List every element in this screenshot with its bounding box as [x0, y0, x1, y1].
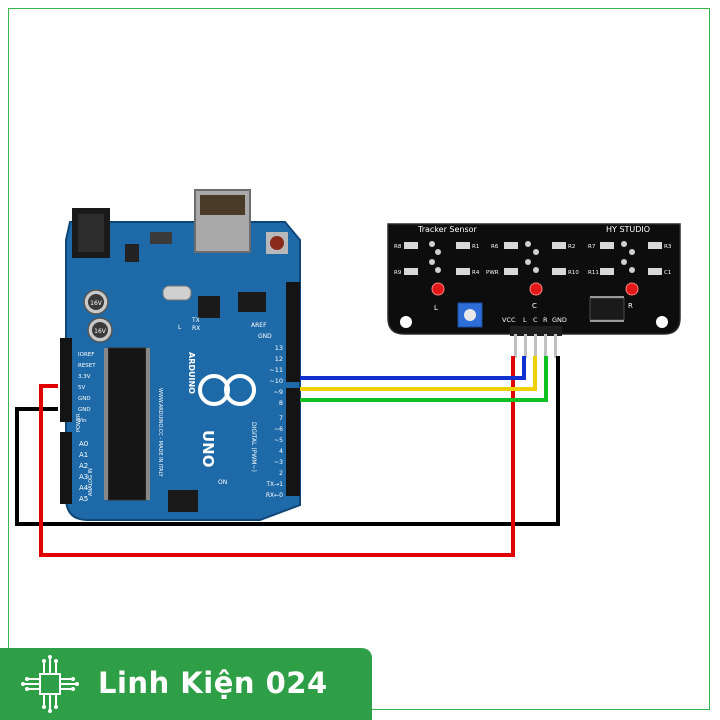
led-left	[431, 282, 445, 296]
icsp-header-top	[238, 292, 266, 312]
power-pin-label: Vin	[78, 418, 87, 424]
analog-pin-label: A0	[79, 440, 88, 448]
resistor-label: R8	[394, 244, 402, 250]
resistor-label: R6	[491, 244, 499, 250]
wire-gnd	[15, 356, 560, 526]
atmega-chip	[107, 347, 147, 501]
arduino-logo	[198, 374, 256, 406]
power-pin-label: IOREF	[78, 352, 94, 358]
wire-center	[300, 356, 537, 391]
header-pin-c	[534, 334, 537, 358]
power-label: POWER	[76, 413, 82, 432]
analog-pin-label: A2	[79, 462, 88, 470]
led-center	[529, 282, 543, 296]
resistor-label: R7	[588, 244, 596, 250]
digital-pin-label: ~6	[274, 426, 283, 433]
digital-pin-label: ~3	[274, 459, 283, 466]
sensor-pin-label: L	[523, 316, 527, 324]
sensor-pin-label: C	[533, 316, 538, 324]
cap2-label: 16V	[94, 328, 107, 335]
digital-pin-label: RX←0	[266, 492, 283, 499]
header-pin-r	[544, 334, 547, 358]
digital-pin-label: ~11	[269, 366, 283, 374]
sensor-title: Tracker Sensor	[417, 225, 478, 234]
power-pin-label: GND	[78, 396, 91, 402]
led-label: C	[532, 302, 537, 310]
digital-pin-label: ~10	[269, 377, 283, 385]
digital-pin-label: TX→1	[265, 481, 283, 488]
wire-vcc	[39, 356, 515, 557]
led-right	[625, 282, 639, 296]
power-pin-label: 5V	[78, 385, 85, 391]
digital-pin-label: 2	[279, 470, 283, 477]
analog-header	[60, 432, 72, 504]
digital-header-high	[286, 282, 300, 382]
usb-chip	[198, 296, 220, 318]
header-pin-l	[524, 334, 527, 358]
digital-pin-label: 4	[279, 448, 283, 455]
power-header	[60, 338, 72, 422]
tx-led-label: TX	[191, 317, 200, 324]
digital-label: DIGITAL (PWM~)	[250, 422, 257, 472]
led-label: L	[434, 304, 438, 312]
analog-pin-label: A4	[79, 484, 89, 492]
digital-pin-label: 13	[275, 344, 283, 352]
resistor-label: R11	[588, 270, 599, 276]
sensor-pin-label: VCC	[502, 316, 516, 324]
digital-pin-label: 12	[275, 355, 283, 363]
mount-hole-right	[656, 316, 668, 328]
digital-header-low	[286, 388, 300, 496]
digital-pin-label: 7	[279, 415, 283, 422]
resistor-label: R9	[394, 270, 402, 276]
brand-name: Linh Kiện 024	[98, 666, 328, 700]
resistor-label: R4	[472, 270, 480, 276]
wire-left	[300, 356, 526, 380]
sensor-maker: HY STUDIO	[606, 225, 650, 234]
digital-pin-label: 8	[279, 399, 283, 407]
analog-pin-label: A3	[79, 473, 88, 481]
board-model-label: UNO	[199, 430, 217, 468]
analog-label: ANALOG IN	[88, 468, 94, 496]
resistor-label: PWR	[486, 270, 499, 276]
power-pin-label: 3.3V	[78, 374, 91, 380]
analog-pin-label: A1	[79, 451, 88, 459]
comparator-chip	[589, 297, 625, 321]
cap1-label: 16V	[90, 300, 103, 307]
led-label: R	[628, 302, 633, 310]
resistor-label: R10	[568, 270, 579, 276]
circuit-chip-icon	[21, 655, 79, 713]
rx-led-label: RX	[192, 325, 200, 332]
resistor-label: C1	[664, 270, 671, 276]
mount-hole-left	[400, 316, 412, 328]
header-pin-vcc	[514, 334, 517, 358]
sensor-pin-label: GND	[552, 316, 567, 324]
l-led-label: L	[178, 324, 182, 331]
arduino-uno-board: 16V 16V UNO ARDUINO WWW.ARDUINO.CC - MAD…	[60, 189, 301, 521]
on-led-label: ON	[218, 479, 227, 486]
board-brand-label: ARDUINO	[187, 352, 196, 394]
header-pin-gnd	[554, 334, 557, 358]
aref-label: AREF	[251, 322, 267, 329]
analog-pin-label: A5	[79, 495, 88, 503]
crystal	[162, 285, 192, 301]
sensor-pin-label: R	[543, 316, 548, 324]
resistor-label: R3	[664, 244, 672, 250]
resistor-label: R1	[472, 244, 479, 250]
wire-right	[300, 356, 548, 402]
gnd-top-label: GND	[258, 333, 272, 340]
power-pin-label: RESET	[78, 363, 96, 369]
digital-pin-label: ~5	[274, 437, 283, 444]
icsp-header-bottom	[168, 490, 198, 512]
digital-pin-label: ~9	[273, 388, 283, 396]
resistor-label: R2	[568, 244, 575, 250]
power-pin-label: GND	[78, 407, 91, 413]
tracker-sensor-module: Tracker Sensor HY STUDIO R8 R1 R6 R2 R7 …	[387, 223, 681, 358]
board-website: WWW.ARDUINO.CC - MADE IN ITALY	[157, 388, 163, 478]
